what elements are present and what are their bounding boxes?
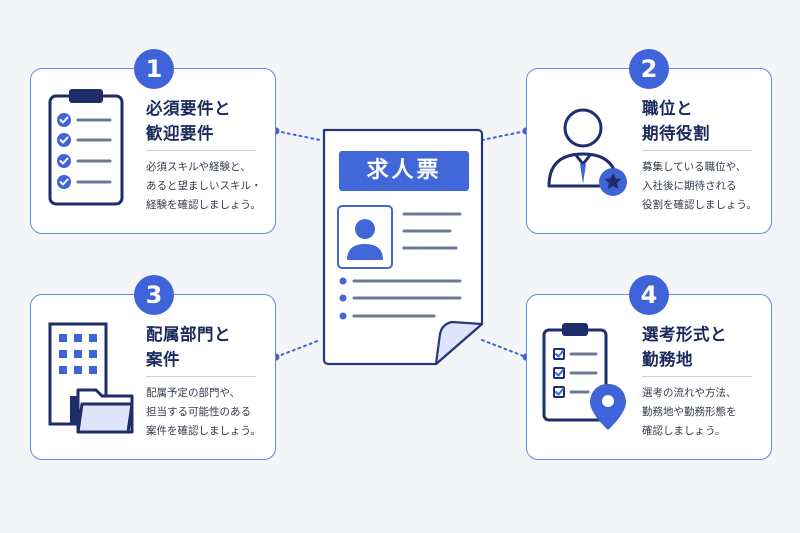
step-badge-2: 2 [629,49,669,89]
card-position-role [526,68,772,234]
card-divider-2 [642,150,752,151]
card-title-1: 必須要件と 歓迎要件 [146,99,231,143]
connector-4 [481,339,527,358]
card-desc-4: 選考の流れや方法、 勤務地や勤務形態を 確認しましょう。 [642,387,737,437]
card-desc-2: 募集している職位や、 入社後に期待される 役割を確認しましょう。 [642,161,757,211]
step-badge-3: 3 [134,275,174,315]
connector-3 [275,339,321,358]
card-title-2: 職位と 期待役割 [642,99,710,143]
card-desc-3: 配属予定の部門や、 担当する可能性のある 案件を確認しましょう。 [146,387,261,437]
card-divider-3 [146,376,256,377]
step-badge-1: 1 [134,49,174,89]
clipboard-checklist-icon [48,89,124,206]
card-desc-1: 必須スキルや経験と、 あると望ましいスキル・ 経験を確認しましょう。 [146,161,262,211]
person-star-icon [547,108,627,196]
connector-1 [275,130,321,141]
connector-2 [481,130,527,141]
card-divider-1 [146,150,256,151]
clipboard-location-icon [542,323,626,430]
document-title: 求人票 [339,151,469,191]
card-title-4: 選考形式と 勤務地 [642,325,727,369]
step-badge-4: 4 [629,275,669,315]
card-divider-4 [642,376,752,377]
card-title-3: 配属部門と 案件 [146,325,231,369]
building-folder-icon [48,322,134,434]
